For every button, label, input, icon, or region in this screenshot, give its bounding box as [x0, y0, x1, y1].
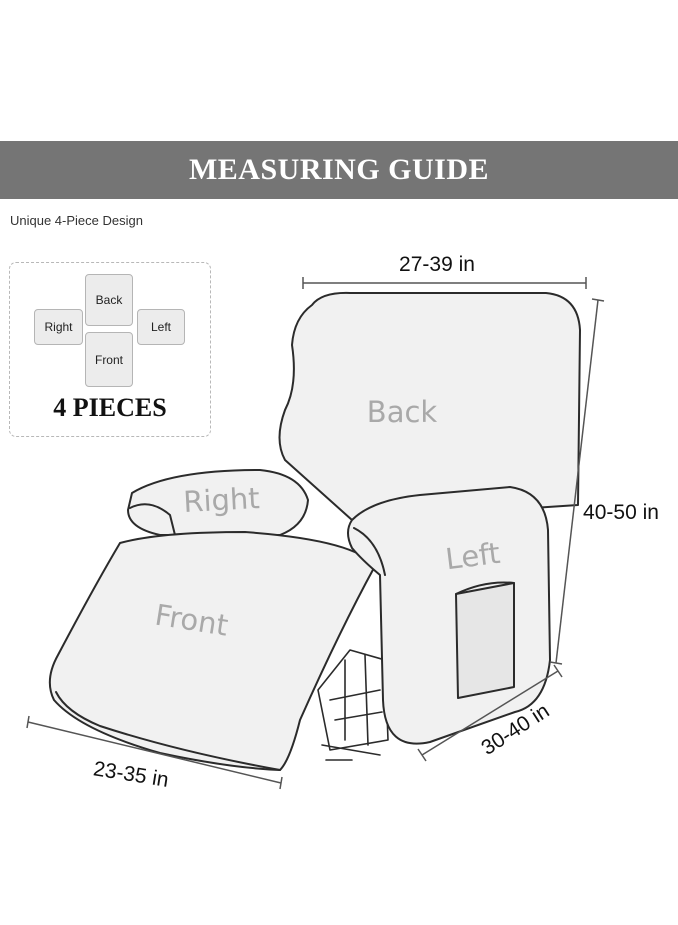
pieces-legend: Back Right Left Front 4 PIECES	[9, 262, 211, 437]
chair-label-back: Back	[367, 395, 438, 429]
chair-pocket	[455, 582, 515, 699]
piece-front: Front	[85, 332, 133, 387]
piece-back: Back	[85, 274, 133, 326]
chair-back-piece	[278, 291, 581, 521]
chair-right-arm	[127, 469, 309, 536]
chair-left-arm	[347, 486, 551, 745]
recliner-mechanism	[317, 649, 389, 761]
dimension-lines	[26, 277, 605, 790]
banner-title: MEASURING GUIDE	[188, 153, 490, 186]
dimension-height-label: 40-50 in	[583, 501, 659, 524]
subtitle: Unique 4-Piece Design	[10, 213, 143, 228]
dimension-front-label: 23-35 in	[92, 757, 171, 792]
pieces-count-label: 4 PIECES	[53, 393, 167, 422]
piece-left: Left	[137, 309, 185, 345]
piece-right: Right	[34, 309, 83, 345]
dimension-width-label: 27-39 in	[399, 253, 475, 276]
measuring-guide-banner: MEASURING GUIDE	[0, 141, 678, 199]
chair-label-right: Right	[182, 481, 260, 519]
chair-label-left: Left	[444, 536, 502, 576]
